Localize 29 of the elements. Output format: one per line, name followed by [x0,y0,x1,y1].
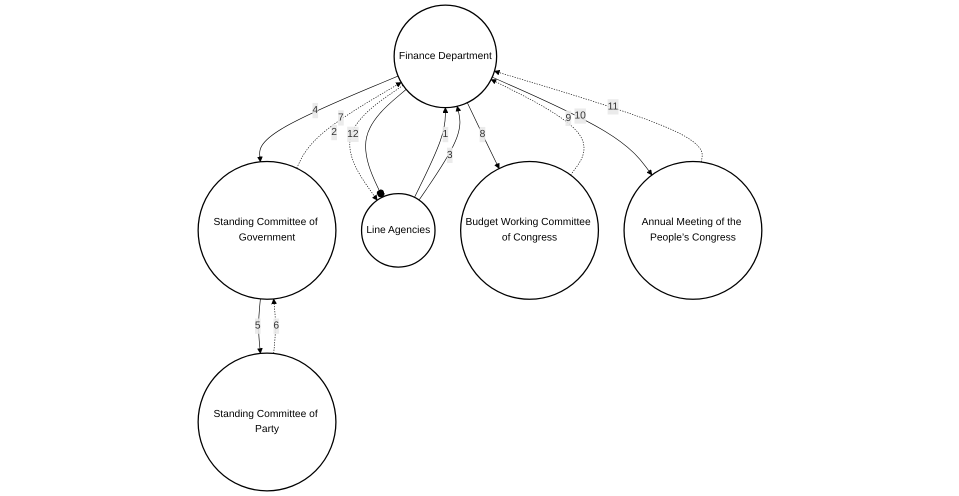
edge-label: 8 [479,128,485,140]
edge-label: 6 [272,320,279,332]
arrow [414,107,448,198]
node-circle: Budget Working Committee of Congress [460,160,599,300]
arrow [491,76,652,176]
node-circle: Annual Meeting of the People’s Congress [622,160,762,300]
edge-label: 10 [574,110,586,122]
edge-label: 4 [312,104,318,116]
node-circle: Standing Committee of Party [197,352,336,492]
arrow [349,85,403,201]
arrow [296,82,401,168]
arrow [256,298,262,354]
arrow [494,70,702,162]
arrow [466,102,499,169]
edge-label: 9 [565,112,571,124]
edge-label: 11 [607,101,618,112]
arrow [418,106,461,200]
edge-label: 2 [330,126,336,138]
edge-label: 5 [254,320,260,332]
connector [364,89,406,198]
node-circle: Standing Committee of Government [197,160,336,300]
node-circle: Line Agencies [360,192,436,268]
edge-label: 7 [338,112,344,124]
edge-label: 12 [346,128,358,140]
node-circle: Finance Department [393,4,497,108]
arrow [490,79,584,176]
arrow [256,76,398,162]
edge-label: 3 [446,150,452,160]
edge-label: 1 [442,128,448,140]
